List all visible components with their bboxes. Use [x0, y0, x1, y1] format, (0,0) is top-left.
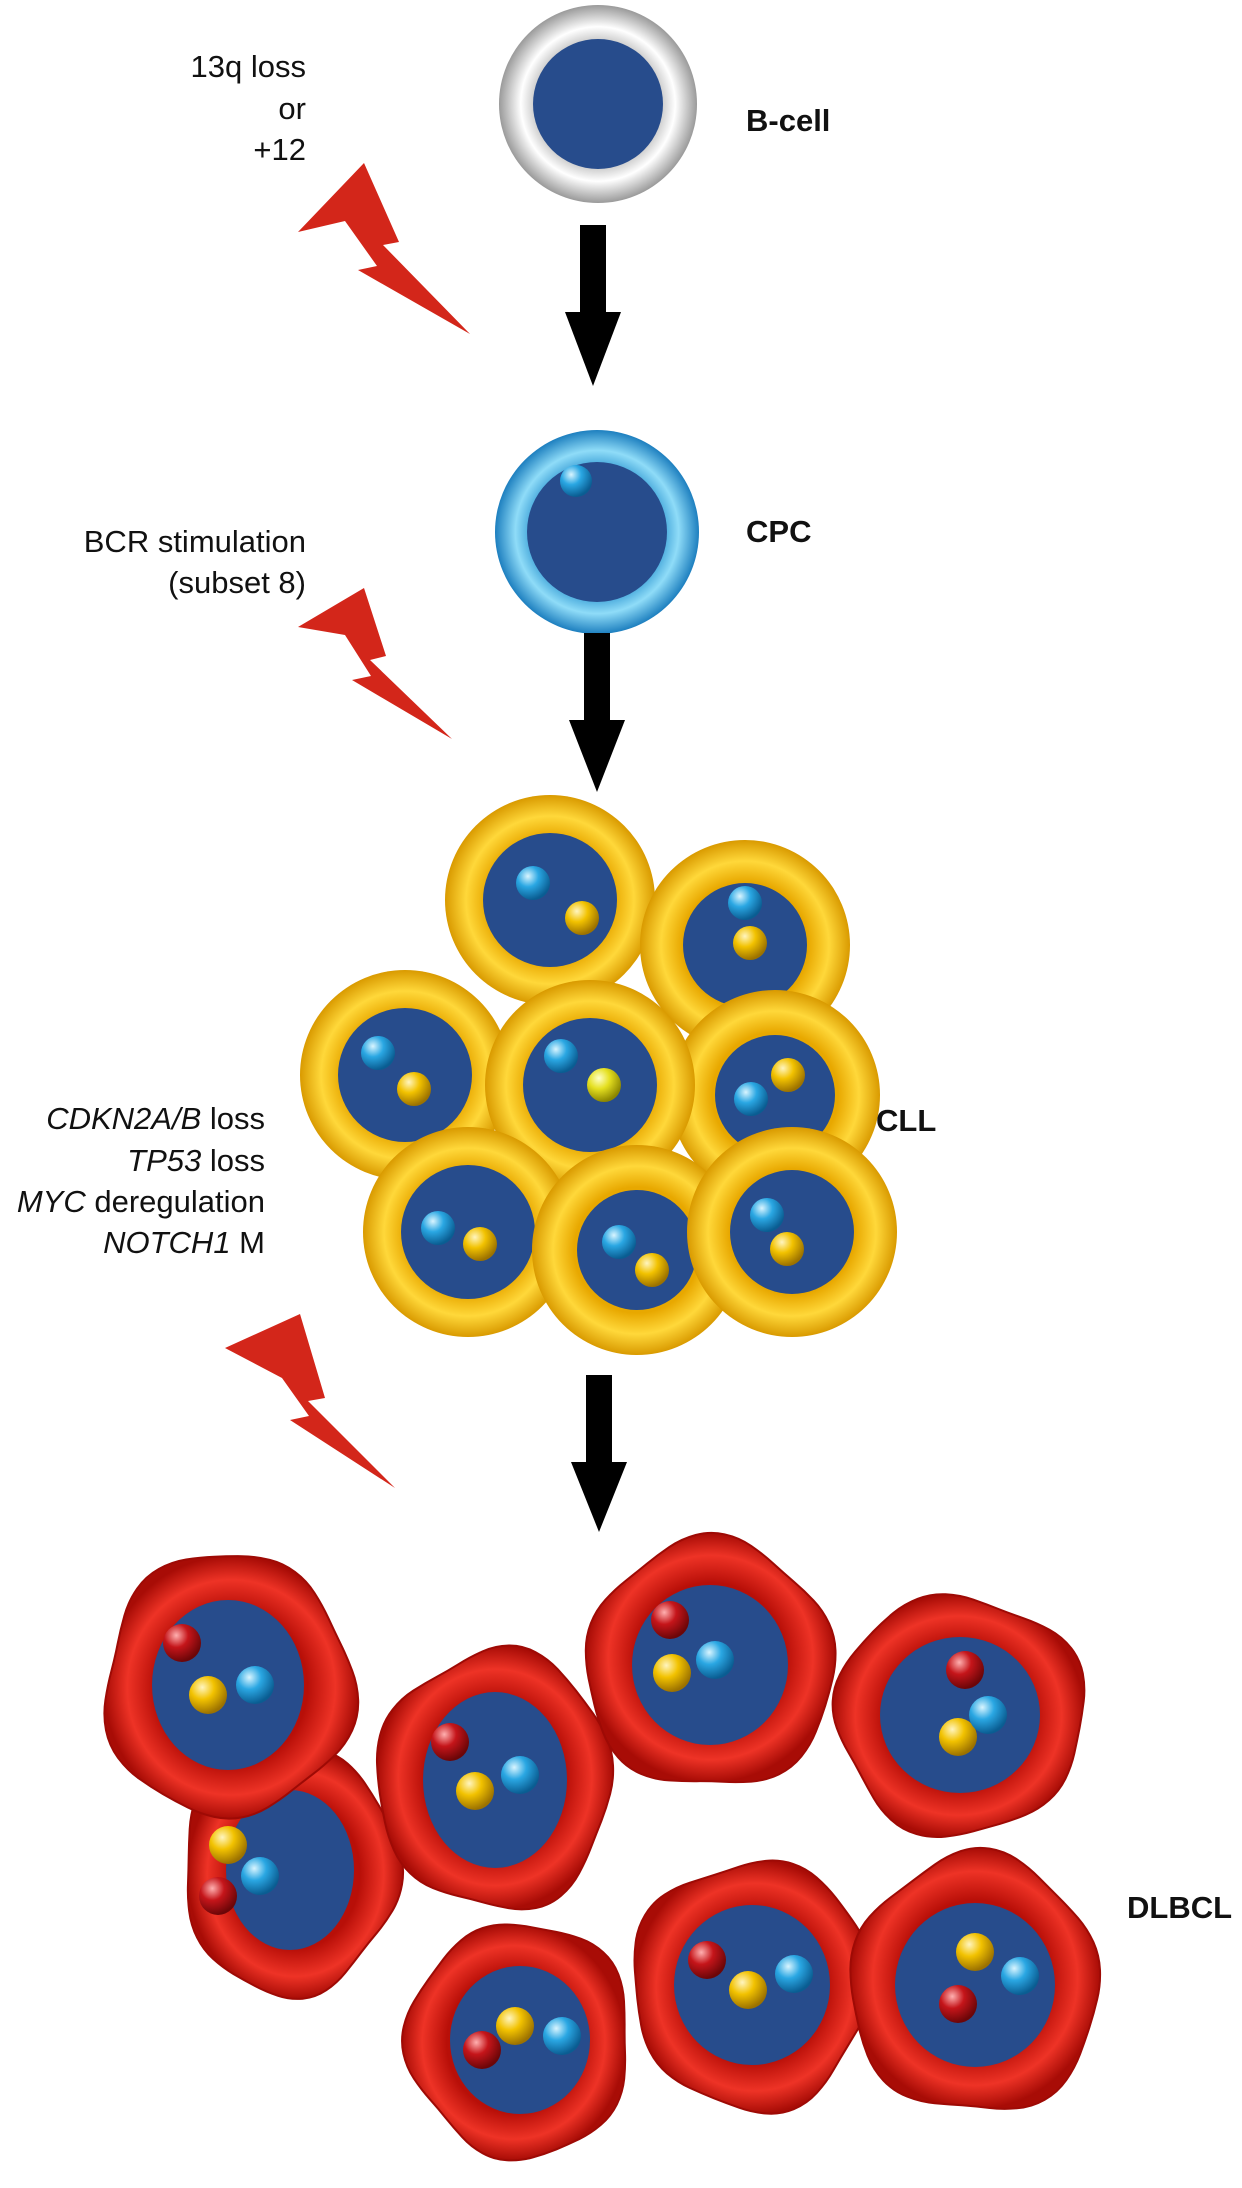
dlbcl-cell — [633, 1859, 876, 2115]
b-cell — [499, 5, 697, 203]
dlbcl-label: DLBCL — [1127, 1890, 1232, 1925]
dlbcl-cell — [584, 1531, 837, 1784]
lightning-bolt-icon — [225, 1314, 395, 1488]
dlbcl-cell — [831, 1593, 1086, 1839]
dlbcl-cell — [375, 1644, 615, 1911]
lightning-bolt-icon — [298, 163, 470, 334]
gene-name: NOTCH1 — [103, 1225, 230, 1260]
cpc-cell — [495, 430, 699, 634]
cll-cell — [532, 1145, 742, 1355]
cll-cell — [687, 1127, 897, 1337]
dlbcl-cell — [401, 1923, 627, 2162]
event-cdkn2a-loss: CDKN2A/B loss — [46, 1101, 265, 1136]
arrow-down-icon — [571, 1375, 627, 1532]
dlbcl-cell — [103, 1555, 360, 1820]
dlbcl-cell — [849, 1846, 1102, 2110]
event-subset-8: (subset 8) — [168, 565, 306, 600]
gene-name: TP53 — [127, 1143, 201, 1178]
event-13q-loss: 13q loss — [191, 49, 306, 84]
cll-cluster — [300, 795, 897, 1355]
arrow-down-icon — [565, 225, 621, 386]
gene-name: CDKN2A/B — [46, 1101, 201, 1136]
cll-cell — [485, 980, 695, 1190]
cll-cell — [300, 970, 510, 1180]
cpc-label: CPC — [746, 514, 811, 549]
lightning-bolt-icon — [298, 588, 452, 739]
gene-name: MYC — [17, 1184, 87, 1219]
cll-label: CLL — [876, 1103, 936, 1138]
event-myc-deregulation: MYC deregulation — [17, 1184, 265, 1219]
event-bcr-stimulation: BCR stimulation — [84, 524, 306, 559]
event-or: or — [278, 91, 306, 126]
arrow-down-icon — [569, 633, 625, 792]
event-plus-12: +12 — [253, 132, 306, 167]
b-cell-label: B-cell — [746, 103, 830, 138]
dlbcl-cluster — [103, 1531, 1102, 2162]
event-notch1-mutation: NOTCH1 M — [103, 1225, 265, 1260]
cll-cell — [445, 795, 655, 1005]
cll-cell — [363, 1127, 573, 1337]
event-tp53-loss: TP53 loss — [127, 1143, 265, 1178]
